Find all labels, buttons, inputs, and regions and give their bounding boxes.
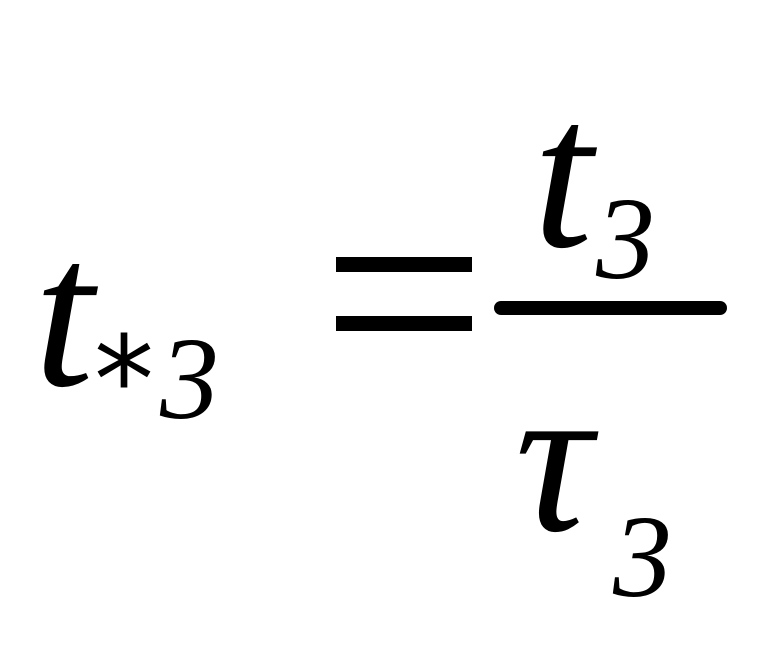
- lhs-sub-star: *: [94, 312, 154, 451]
- equals-sign-bottom-bar: [336, 316, 472, 331]
- numerator-base-t: t: [533, 54, 593, 293]
- numerator-sub-3: 3: [596, 173, 655, 304]
- lhs-sub-3: 3: [160, 313, 219, 444]
- denominator-base-tau: τ: [515, 338, 592, 577]
- denominator-sub-3: 3: [613, 491, 672, 622]
- equals-sign-top-bar: [336, 257, 472, 272]
- fraction-bar: [494, 301, 727, 315]
- lhs-base-t: t: [34, 193, 94, 432]
